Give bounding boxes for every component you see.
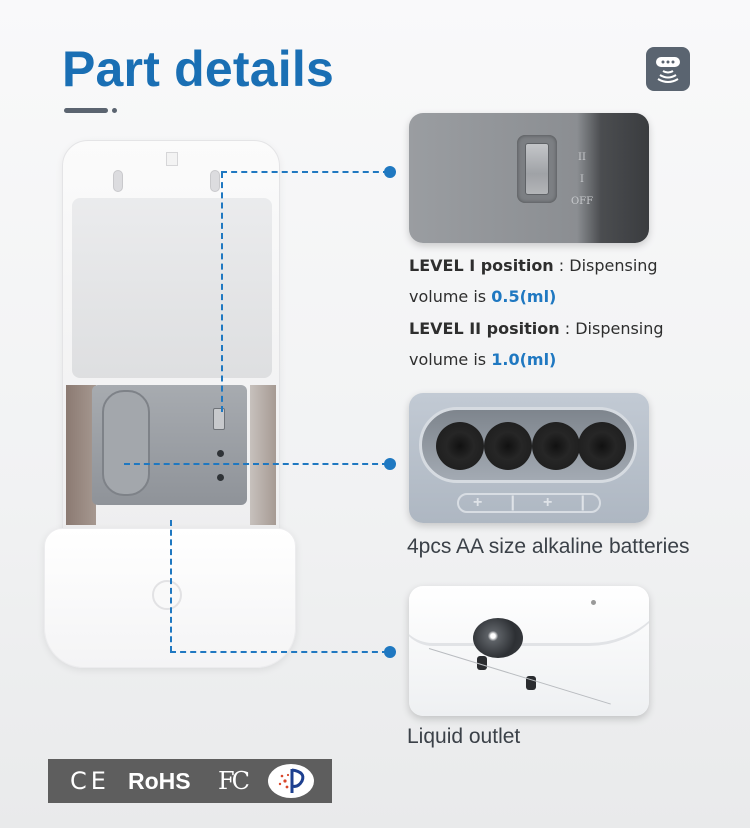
outlet-nozzle [473, 618, 523, 658]
switch-mark-i: I [580, 174, 584, 185]
soap-reservoir [72, 198, 272, 378]
outlet-clip [526, 676, 536, 690]
connector-line [170, 520, 172, 652]
outlet-clip [477, 656, 487, 670]
panel-seam [428, 648, 611, 705]
connector-line [124, 463, 388, 465]
top-clip [166, 152, 178, 166]
quality-mark-icon [268, 764, 314, 798]
connector-dot [384, 646, 396, 658]
indicator-dot [217, 474, 224, 481]
page-title: Part details [62, 41, 334, 97]
side-frame-left [66, 385, 96, 525]
level-1-text: Dispensing [569, 256, 658, 275]
mount-keyhole-left [113, 170, 123, 192]
plus-mark: + [473, 494, 483, 511]
level-1-label: LEVEL I position [409, 256, 554, 275]
separator: : [559, 319, 576, 338]
level-2-text: Dispensing [575, 319, 664, 338]
connector-dot [384, 166, 396, 178]
side-frame-right [250, 385, 276, 525]
plus-mark: + [543, 494, 553, 511]
liquid-outlet-photo [409, 586, 649, 716]
connector-line [221, 171, 389, 173]
mount-keyhole-right [210, 170, 220, 192]
level-2-text2: volume is [409, 350, 492, 369]
level-1-value: 0.5(ml) [491, 287, 557, 306]
switch-mark-ii: II [578, 152, 586, 163]
level-switch-photo: II I OFF [409, 113, 649, 243]
fcc-mark: FC [218, 767, 250, 795]
switch-mark-off: OFF [570, 196, 594, 207]
indicator-dot [217, 450, 224, 457]
title-underline-dot [112, 108, 117, 113]
sensor-led [591, 600, 596, 605]
level-2-value: 1.0(ml) [491, 350, 557, 369]
level-1-description: LEVEL I position : Dispensing volume is … [409, 256, 658, 307]
cover-edge [409, 586, 649, 646]
battery-cell [578, 422, 626, 470]
connector-dot [384, 458, 396, 470]
touchless-sensor-icon [646, 47, 690, 91]
battery-caption: 4pcs AA size alkaline batteries [407, 535, 690, 558]
rohs-mark: RoHS [128, 767, 191, 794]
level-2-description: LEVEL II position : Dispensing volume is… [409, 319, 664, 370]
battery-cell [436, 422, 484, 470]
battery-cell [484, 422, 532, 470]
separator: : [553, 256, 570, 275]
switch-position-labels: II I OFF [567, 147, 597, 213]
battery-compartment-photo: + | + | [409, 393, 649, 523]
battery-well [419, 407, 637, 483]
certification-bar: CE RoHS FC [48, 759, 332, 803]
level-2-label: LEVEL II position [409, 319, 560, 338]
minus-mark: | [580, 494, 585, 511]
rocker-switch [525, 143, 549, 195]
level-switch-mini [213, 408, 225, 430]
polarity-markings: + | + | [457, 493, 601, 513]
cover-lock-button [152, 580, 182, 610]
connector-line [170, 651, 388, 653]
battery-cover [102, 390, 150, 496]
ce-mark: CE [70, 767, 110, 795]
title-underline [64, 108, 108, 113]
outlet-caption: Liquid outlet [407, 725, 521, 748]
connector-line [221, 172, 223, 412]
battery-cell [532, 422, 580, 470]
minus-mark: | [510, 494, 515, 511]
level-1-text2: volume is [409, 287, 492, 306]
